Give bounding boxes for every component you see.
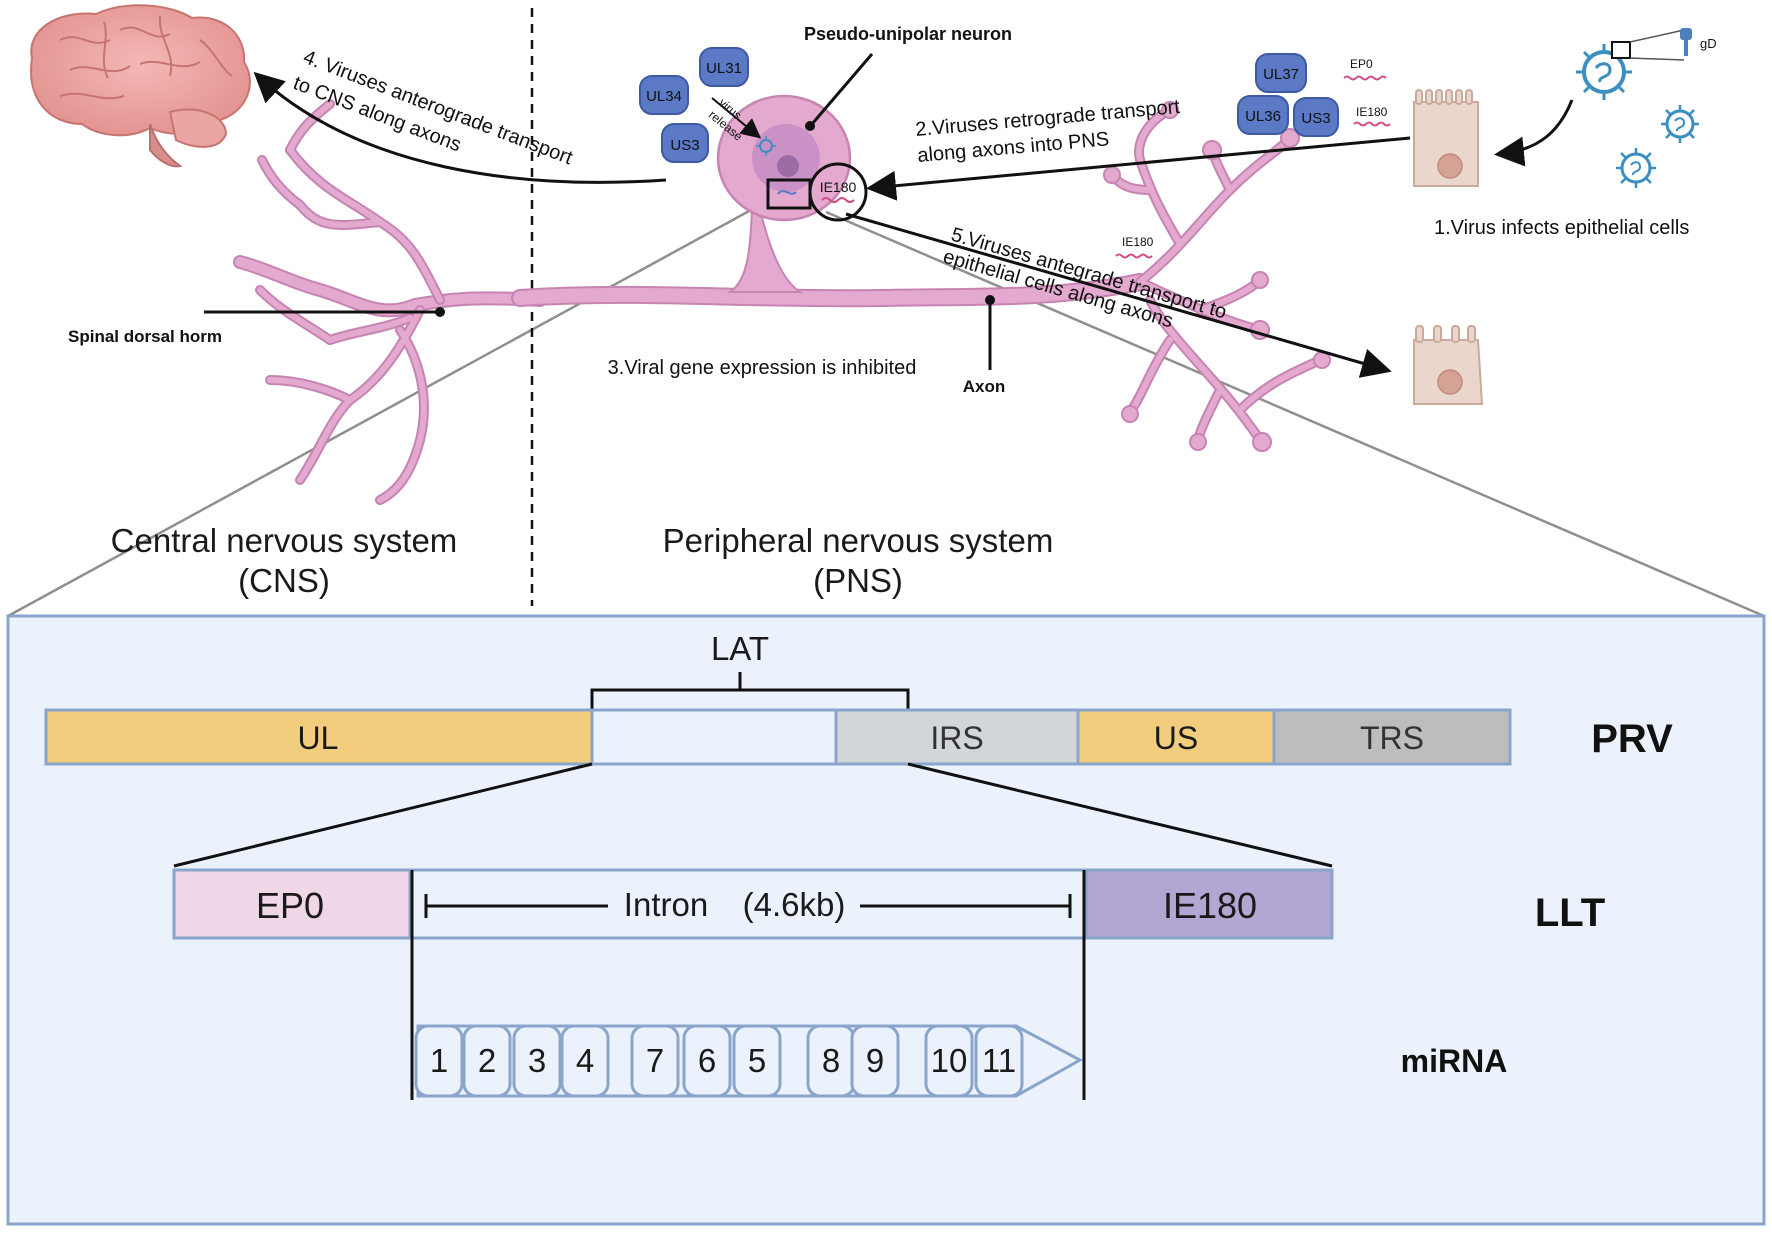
neuron-pointer: [810, 53, 874, 125]
svg-text:US3: US3: [1301, 110, 1330, 127]
segment-lat-region: [590, 708, 838, 766]
protein-ul36: UL36: [1237, 95, 1289, 135]
segment-trs: [1272, 708, 1512, 766]
gd-zoom-box: [1611, 41, 1631, 59]
mirna-box: [560, 1024, 610, 1098]
virus-icon: [756, 136, 776, 156]
zoom-line-left: [7, 190, 785, 618]
mirna-number: 2: [478, 1042, 496, 1079]
segment-ie180: [1084, 868, 1334, 940]
protein-ul31: UL31: [699, 47, 749, 87]
epithelial-cell-bottom: [1413, 325, 1484, 405]
transcript-ie180-axon: [1115, 253, 1153, 259]
mirna-number: 11: [982, 1042, 1016, 1079]
virus-release-arrow: [711, 97, 762, 139]
mirna-box: [682, 1024, 732, 1098]
intron-label: Intron: [624, 886, 708, 923]
mirna-label: miRNA: [1401, 1043, 1508, 1079]
gd-glycoprotein-icon: [1680, 28, 1692, 56]
mirna-number: 4: [576, 1042, 594, 1079]
pns-label-1: Peripheral nervous system: [663, 522, 1054, 559]
mirna-number: 8: [822, 1042, 840, 1079]
step3-label: 3.Viral gene expression is inhibited: [608, 357, 917, 379]
protein-us3-right: US3: [1293, 97, 1339, 137]
gd-label: gD: [1700, 36, 1717, 51]
mirna-number: 10: [931, 1042, 968, 1079]
transcript-squiggle: [821, 197, 855, 203]
mirna-number: 3: [528, 1042, 546, 1079]
segment-trs-label: TRS: [1360, 720, 1424, 756]
svg-text:US3: US3: [670, 137, 699, 154]
step2-arrow: [866, 136, 1411, 201]
neuron-label: Pseudo-unipolar neuron: [804, 24, 1012, 44]
transcript-ie180-axon-label: IE180: [1122, 235, 1154, 249]
expand-line-right: [907, 762, 1333, 868]
protein-us3-left: US3: [661, 123, 709, 163]
mirna-box: [462, 1024, 512, 1098]
mirna-box: [850, 1024, 900, 1098]
segment-ep0: [172, 868, 412, 940]
lat-label: LAT: [711, 630, 769, 667]
segment-irs-label: IRS: [930, 720, 983, 756]
mirna-number: 1: [430, 1042, 448, 1079]
ep0-label: EP0: [256, 885, 324, 926]
svg-text:UL37: UL37: [1263, 66, 1299, 83]
segment-ul-label: UL: [298, 720, 339, 756]
epithelial-cell-top: [1413, 89, 1479, 187]
pns-label-2: (PNS): [813, 562, 903, 599]
ie180-label: IE180: [1163, 885, 1257, 926]
protein-ul37: UL37: [1255, 53, 1307, 93]
llt-bar: [172, 868, 1334, 940]
mirna-box: [732, 1024, 782, 1098]
step5-arrow: [845, 212, 1392, 378]
cns-label-1: Central nervous system: [111, 522, 458, 559]
intron-size-label: (4.6kb): [743, 886, 846, 923]
prv-label: PRV: [1591, 717, 1673, 761]
prv-genome-bar: [44, 708, 1512, 766]
soma-ie180-label: IE180: [820, 179, 857, 195]
transcript-ie180-label: IE180: [1356, 105, 1388, 119]
mirna-box: [512, 1024, 562, 1098]
virus-icon-mid: [1661, 105, 1699, 143]
mirna-number: 7: [646, 1042, 664, 1079]
axon-label: Axon: [963, 377, 1006, 396]
segment-intron: [408, 868, 1088, 940]
protein-ul34: UL34: [639, 75, 689, 115]
virus-icon-low: [1616, 148, 1656, 188]
expand-line-left: [173, 762, 593, 868]
mirna-number: 9: [866, 1042, 884, 1079]
mirna-number: 6: [698, 1042, 716, 1079]
mirna-box: [974, 1024, 1024, 1098]
transcript-ep0-label: EP0: [1350, 57, 1373, 71]
mirna-box: [924, 1024, 974, 1098]
svg-text:UL34: UL34: [646, 88, 682, 105]
zoom-line-right: [825, 210, 1765, 618]
viral-dna-icon: [777, 190, 797, 195]
cns-label-2: (CNS): [238, 562, 330, 599]
transcript-ie180: [1353, 121, 1391, 127]
mirna-number: 5: [748, 1042, 766, 1079]
segment-ul: [44, 708, 594, 766]
svg-text:UL36: UL36: [1245, 108, 1281, 125]
step4-arrow: [253, 71, 667, 184]
lat-bracket: [590, 672, 910, 710]
mirna-box: [630, 1024, 680, 1098]
step1-label: 1.Virus infects epithelial cells: [1434, 217, 1689, 239]
virus-icon-large: [1576, 44, 1632, 100]
llt-label: LLT: [1535, 891, 1605, 935]
segment-us-label: US: [1154, 720, 1198, 756]
spinal-label: Spinal dorsal horm: [68, 327, 222, 346]
brain-icon: [30, 4, 251, 168]
transcript-ep0: [1343, 75, 1387, 81]
step1-arrow: [1494, 99, 1574, 167]
mirna-box: [414, 1024, 464, 1098]
svg-text:UL31: UL31: [706, 60, 742, 77]
intron-span: [424, 894, 1072, 918]
latency-circle: [808, 162, 868, 222]
